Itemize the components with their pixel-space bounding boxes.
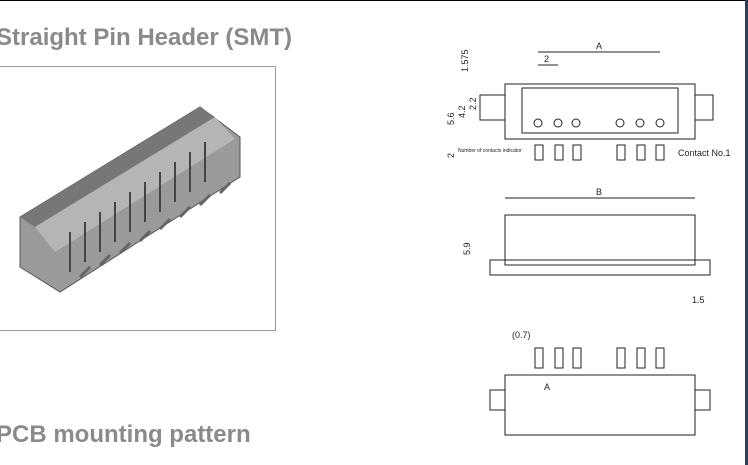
dim-2: 2 <box>544 54 549 64</box>
product-photo <box>0 66 276 331</box>
contact-no1-label: Contact No.1 <box>678 148 731 158</box>
dim-2b: 2 <box>446 153 456 158</box>
dim-a: A <box>596 41 602 51</box>
dim-42: 4.2 <box>457 105 467 118</box>
section-heading: PCB mounting pattern <box>0 421 251 448</box>
page-title: Straight Pin Header (SMT) <box>0 24 293 51</box>
dim-07: (0.7) <box>512 330 531 340</box>
top-border <box>0 0 745 1</box>
dim-22: 2.2 <box>468 97 478 110</box>
dim-15: 1.5 <box>692 295 705 305</box>
scrollbar-edge <box>745 0 748 465</box>
dim-b: B <box>596 187 602 197</box>
dim-59: 5.9 <box>462 242 472 255</box>
dim-56: 5.6 <box>446 112 456 125</box>
contacts-indicator-label: Number of contacts indicator <box>458 148 522 154</box>
section-a-label: A <box>544 382 550 392</box>
dim-1575: 1.575 <box>460 49 470 72</box>
technical-drawing: A 2 1.575 5.6 4.2 2.2 2 Number of contac… <box>446 41 731 436</box>
